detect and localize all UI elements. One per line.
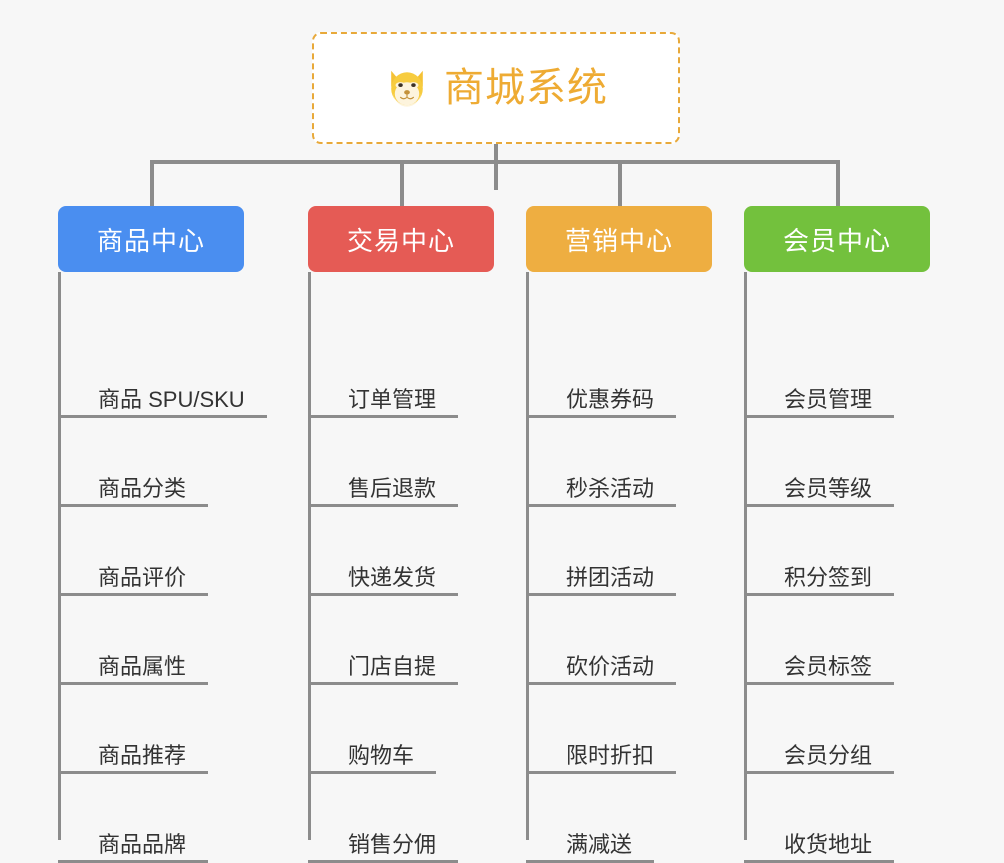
- list-item[interactable]: 砍价活动: [526, 645, 677, 685]
- leaf-label: 秒杀活动: [566, 476, 655, 501]
- list-item[interactable]: 会员管理: [744, 378, 895, 418]
- root-title: 商城系统: [444, 66, 608, 110]
- leaf-label: 售后退款: [348, 476, 437, 501]
- list-item[interactable]: 销售分佣: [308, 823, 459, 863]
- list-item[interactable]: 积分签到: [744, 556, 895, 596]
- leaf-label: 会员等级: [784, 476, 873, 501]
- leaf-label: 会员管理: [784, 387, 873, 412]
- leaf-label: 拼团活动: [566, 565, 655, 590]
- list-item[interactable]: 商品分类: [58, 467, 209, 507]
- list-item[interactable]: 满减送: [526, 823, 655, 863]
- list-item[interactable]: 商品属性: [58, 645, 209, 685]
- list-item[interactable]: 快递发货: [308, 556, 459, 596]
- branch-header-label: 营销中心: [564, 225, 673, 256]
- leaf-label: 积分签到: [784, 565, 873, 590]
- branch-header-trade[interactable]: 交易中心: [308, 206, 494, 272]
- branch-header-product[interactable]: 商品中心: [58, 206, 244, 272]
- list-item[interactable]: 收货地址: [744, 823, 895, 863]
- leaf-label: 限时折扣: [566, 743, 655, 768]
- list-item[interactable]: 订单管理: [308, 378, 459, 418]
- branch-header-label: 会员中心: [782, 225, 891, 256]
- leaf-label: 订单管理: [348, 387, 437, 412]
- connector-drop-1: [400, 160, 404, 206]
- branch-trunk-marketing: [526, 272, 529, 840]
- leaf-label: 快递发货: [348, 565, 437, 590]
- list-item[interactable]: 售后退款: [308, 467, 459, 507]
- leaf-label: 优惠券码: [566, 387, 655, 412]
- root-node[interactable]: 商城系统: [312, 32, 680, 144]
- leaf-label: 销售分佣: [348, 832, 437, 857]
- connector-drop-2: [618, 160, 622, 206]
- list-item[interactable]: 会员等级: [744, 467, 895, 507]
- leaf-label: 收货地址: [784, 832, 873, 857]
- branch-column-trade: 交易中心 订单管理 售后退款 快递发货 门店自提 购物车 销售分佣: [308, 206, 494, 863]
- branch-header-member[interactable]: 会员中心: [744, 206, 930, 272]
- branch-header-label: 交易中心: [346, 225, 455, 256]
- list-item[interactable]: 商品品牌: [58, 823, 209, 863]
- list-item[interactable]: 商品 SPU/SKU: [58, 378, 267, 418]
- list-item[interactable]: 购物车: [308, 734, 437, 774]
- branch-trunk-product: [58, 272, 61, 840]
- shiba-dog-face-icon: [391, 70, 423, 107]
- branch-column-marketing: 营销中心 优惠券码 秒杀活动 拼团活动 砍价活动 限时折扣 满减送: [526, 206, 712, 863]
- leaf-label: 商品 SPU/SKU: [98, 387, 245, 412]
- list-item[interactable]: 会员标签: [744, 645, 895, 685]
- leaf-label: 门店自提: [348, 654, 437, 679]
- branch-header-label: 商品中心: [96, 225, 205, 256]
- connector-horizontal-bus: [150, 160, 840, 164]
- list-item[interactable]: 秒杀活动: [526, 467, 677, 507]
- connector-drop-3: [836, 160, 840, 206]
- leaf-label: 会员标签: [784, 654, 873, 679]
- branch-column-member: 会员中心 会员管理 会员等级 积分签到 会员标签 会员分组 收货地址: [744, 206, 930, 863]
- branch-trunk-member: [744, 272, 747, 840]
- leaf-label: 满减送: [566, 832, 633, 857]
- leaf-label: 商品分类: [98, 476, 187, 501]
- leaf-label: 砍价活动: [566, 654, 655, 679]
- leaf-label: 购物车: [348, 743, 415, 768]
- list-item[interactable]: 拼团活动: [526, 556, 677, 596]
- connector-root-stem: [494, 144, 498, 190]
- leaf-label: 商品评价: [98, 565, 187, 590]
- branch-column-product: 商品中心 商品 SPU/SKU 商品分类 商品评价 商品属性 商品推荐 商品品牌: [58, 206, 267, 863]
- list-item[interactable]: 优惠券码: [526, 378, 677, 418]
- branch-header-marketing[interactable]: 营销中心: [526, 206, 712, 272]
- branch-trunk-trade: [308, 272, 311, 840]
- list-item[interactable]: 限时折扣: [526, 734, 677, 774]
- list-item[interactable]: 门店自提: [308, 645, 459, 685]
- connector-drop-0: [150, 160, 154, 206]
- leaf-label: 商品推荐: [98, 743, 187, 768]
- leaf-label: 会员分组: [784, 743, 873, 768]
- list-item[interactable]: 商品推荐: [58, 734, 209, 774]
- list-item[interactable]: 商品评价: [58, 556, 209, 596]
- list-item[interactable]: 会员分组: [744, 734, 895, 774]
- leaf-label: 商品属性: [98, 654, 187, 679]
- leaf-label: 商品品牌: [98, 832, 187, 857]
